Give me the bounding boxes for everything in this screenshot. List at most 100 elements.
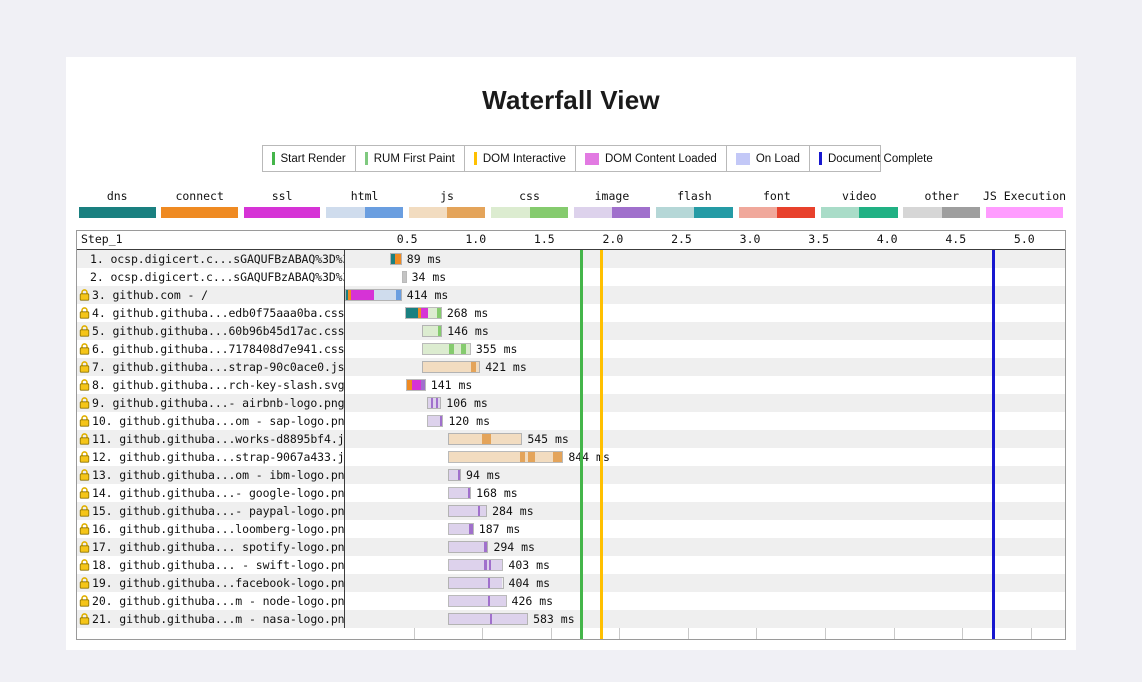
request-label-cell[interactable]: 1. ocsp.digicert.c...sGAQUFBzABAQ%3D%3D — [77, 250, 345, 268]
request-label-cell[interactable]: 17. github.githuba... spotify-logo.png — [77, 538, 345, 556]
waterfall-row[interactable]: 21. github.githuba...m - nasa-logo.png 58… — [77, 610, 1065, 628]
request-bar[interactable] — [447, 451, 564, 463]
request-duration-label: 89 ms — [406, 252, 442, 266]
mime-legend-item: ssl — [241, 189, 323, 218]
lock-icon — [79, 592, 92, 610]
request-bar[interactable] — [405, 307, 442, 319]
milestone-legend-item[interactable]: Start Render — [263, 146, 356, 171]
mime-legend-label: JS Execution — [982, 189, 1067, 203]
milestone-legend-item[interactable]: On Load — [727, 146, 810, 171]
request-label-cell[interactable]: 10. github.githuba...om - sap-logo.png — [77, 412, 345, 430]
milestone-legend-item[interactable]: DOM Interactive — [465, 146, 576, 171]
request-label-cell[interactable]: 7. github.githuba...strap-90c0ace0.js — [77, 358, 345, 376]
request-url-text: 8. github.githuba...rch-key-slash.svg — [92, 378, 345, 392]
request-bar[interactable] — [422, 325, 443, 337]
request-bar[interactable] — [427, 415, 444, 427]
mime-legend-label: js — [440, 189, 454, 203]
request-duration-label: 146 ms — [447, 324, 489, 338]
milestone-legend-item[interactable]: DOM Content Loaded — [576, 146, 727, 171]
request-label-cell[interactable]: 12. github.githuba...strap-9067a433.js — [77, 448, 345, 466]
request-bar[interactable] — [345, 289, 402, 301]
waterfall-row[interactable]: 1. ocsp.digicert.c...sGAQUFBzABAQ%3D%3D 8… — [77, 250, 1065, 268]
request-duration-label: 94 ms — [466, 468, 501, 482]
request-bar[interactable] — [406, 379, 426, 391]
step-label: Step_1 — [81, 232, 123, 246]
request-bar[interactable] — [448, 595, 507, 607]
page-title: Waterfall View — [482, 85, 660, 115]
request-label-cell[interactable]: 15. github.githuba...- paypal-logo.png — [77, 502, 345, 520]
mime-legend-label: image — [594, 189, 630, 203]
mime-legend-item: dns — [76, 189, 158, 218]
request-bar[interactable] — [422, 361, 481, 373]
request-url-text: 15. github.githuba...- paypal-logo.png — [92, 504, 345, 518]
request-label-cell[interactable]: 11. github.githuba...works-d8895bf4.js — [77, 430, 345, 448]
request-bar[interactable] — [448, 541, 489, 553]
timeline-tick-label: 4.0 — [876, 232, 898, 246]
request-bar[interactable] — [448, 577, 504, 589]
mime-legend-item: video — [818, 189, 900, 218]
milestone-legend-label: DOM Content Loaded — [604, 152, 717, 165]
request-label-cell[interactable]: 4. github.githuba...edb0f75aaa0ba.css — [77, 304, 345, 322]
request-bar[interactable] — [389, 253, 402, 265]
row-bars: 284 ms — [345, 502, 1065, 520]
request-label-cell[interactable]: 13. github.githuba...om - ibm-logo.png — [77, 466, 345, 484]
waterfall-row[interactable]: 18. github.githuba... - swift-logo.png 40… — [77, 556, 1065, 574]
waterfall-row[interactable]: 13. github.githuba...om - ibm-logo.png 94… — [77, 466, 1065, 484]
request-label-cell[interactable]: 3. github.com - / — [77, 286, 345, 304]
request-url-text: 1. ocsp.digicert.c...sGAQUFBzABAQ%3D%3D — [90, 252, 345, 266]
request-bar[interactable] — [448, 523, 474, 535]
waterfall-row[interactable]: 3. github.com - /414 ms — [77, 286, 1065, 304]
request-label-cell[interactable]: 20. github.githuba...m - node-logo.png — [77, 592, 345, 610]
request-label-cell[interactable]: 18. github.githuba... - swift-logo.png — [77, 556, 345, 574]
request-label-cell[interactable]: 6. github.githuba...7178408d7e941.css — [77, 340, 345, 358]
request-bar[interactable] — [448, 487, 472, 499]
request-duration-label: 583 ms — [533, 612, 575, 626]
request-label-cell[interactable]: 19. github.githuba...facebook-logo.png — [77, 574, 345, 592]
request-bar[interactable] — [447, 433, 523, 445]
request-label-cell[interactable]: 8. github.githuba...rch-key-slash.svg — [77, 376, 345, 394]
row-bars: 89 ms — [345, 250, 1065, 268]
mime-legend-label: ssl — [271, 189, 293, 203]
row-bars: 294 ms — [345, 538, 1065, 556]
milestone-swatch-icon — [818, 152, 822, 165]
milestone-legend-item[interactable]: Document Complete — [810, 146, 942, 171]
mime-legend-item: image — [571, 189, 653, 218]
request-label-cell[interactable]: 16. github.githuba...loomberg-logo.png — [77, 520, 345, 538]
request-label-cell[interactable]: 14. github.githuba...- google-logo.png — [77, 484, 345, 502]
request-bar[interactable] — [448, 559, 504, 571]
request-label-cell[interactable]: 9. github.githuba...- airbnb-logo.png — [77, 394, 345, 412]
timeline-tick-label: 4.5 — [945, 232, 967, 246]
request-bar[interactable] — [448, 613, 529, 625]
request-bar[interactable] — [401, 271, 407, 283]
request-label-cell[interactable]: 2. ocsp.digicert.c...sGAQUFBzABAQ%3D%3D — [77, 268, 345, 286]
mime-legend-item: css — [488, 189, 570, 218]
request-duration-label: 403 ms — [508, 558, 550, 572]
request-url-text: 12. github.githuba...strap-9067a433.js — [92, 450, 345, 464]
request-label-cell[interactable]: 21. github.githuba...m - nasa-logo.png — [77, 610, 345, 628]
mime-legend-swatch — [78, 207, 156, 218]
milestone-legend-item[interactable]: RUM First Paint — [356, 146, 465, 171]
mime-legend-swatch — [491, 207, 568, 218]
request-bar[interactable] — [426, 397, 442, 409]
request-bar[interactable] — [448, 505, 488, 517]
waterfall-row[interactable]: 5. github.githuba...60b96b45d17ac.css 146… — [77, 322, 1065, 340]
request-bar[interactable] — [422, 343, 471, 355]
request-bar[interactable] — [448, 469, 462, 481]
request-label-cell[interactable]: 5. github.githuba...60b96b45d17ac.css — [77, 322, 345, 340]
